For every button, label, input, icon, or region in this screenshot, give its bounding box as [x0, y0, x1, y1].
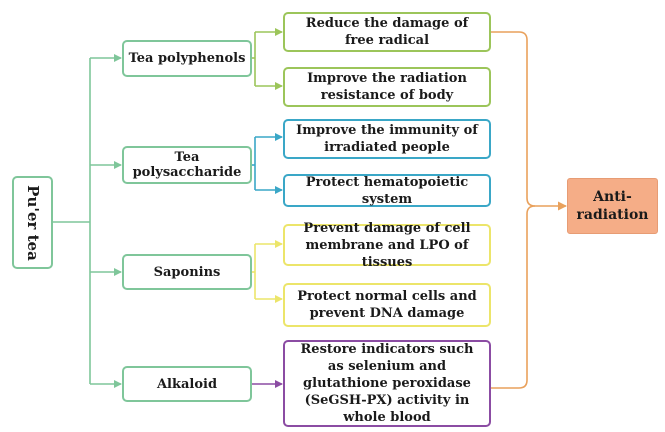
outcome-bracket [491, 31, 567, 389]
effect-radiation-resistance: Improve the radiation resistance of body [283, 67, 491, 107]
component-tea-polysaccharide: Tea polysaccharide [122, 146, 252, 184]
outcome-anti-radiation: Anti-radiation [567, 178, 658, 234]
outcome-label: Anti-radiation [576, 189, 649, 223]
effect-label: Restore indicators such as selenium and … [300, 342, 474, 425]
root-branch-lines [53, 54, 122, 388]
saponins-branch-lines [252, 240, 283, 303]
component-label: Tea polysaccharide [132, 150, 242, 180]
component-tea-polyphenols: Tea polyphenols [122, 40, 252, 77]
polysaccharide-branch-lines [252, 133, 283, 194]
effect-label: Reduce the damage of free radical [305, 16, 469, 48]
effect-label: Improve the radiation resistance of body [307, 71, 467, 103]
component-alkaloid: Alkaloid [122, 366, 252, 402]
effect-dna-protection: Protect normal cells and prevent DNA dam… [283, 283, 491, 327]
component-saponins: Saponins [122, 254, 252, 290]
effect-restore-indicators: Restore indicators such as selenium and … [283, 340, 491, 427]
effect-cell-membrane: Prevent damage of cell membrane and LPO … [283, 221, 491, 270]
root-label: Pu'er tea [23, 184, 42, 261]
effect-label: Prevent damage of cell membrane and LPO … [303, 220, 471, 270]
root-node: Pu'er tea [12, 176, 53, 269]
effect-reduce-free-radical-damage: Reduce the damage of free radical [283, 12, 491, 52]
component-label: Alkaloid [156, 376, 218, 392]
component-label: Saponins [153, 264, 221, 280]
effect-immunity: Improve the immunity of irradiated peopl… [283, 119, 491, 159]
effect-label: Protect normal cells and prevent DNA dam… [297, 289, 477, 321]
effect-label: Improve the immunity of irradiated peopl… [296, 123, 478, 155]
component-label: Tea polyphenols [128, 51, 246, 66]
polyphenols-branch-lines [252, 28, 283, 90]
effect-label: Protect hematopoietic system [305, 174, 469, 207]
effect-hematopoietic: Protect hematopoietic system [283, 174, 491, 207]
